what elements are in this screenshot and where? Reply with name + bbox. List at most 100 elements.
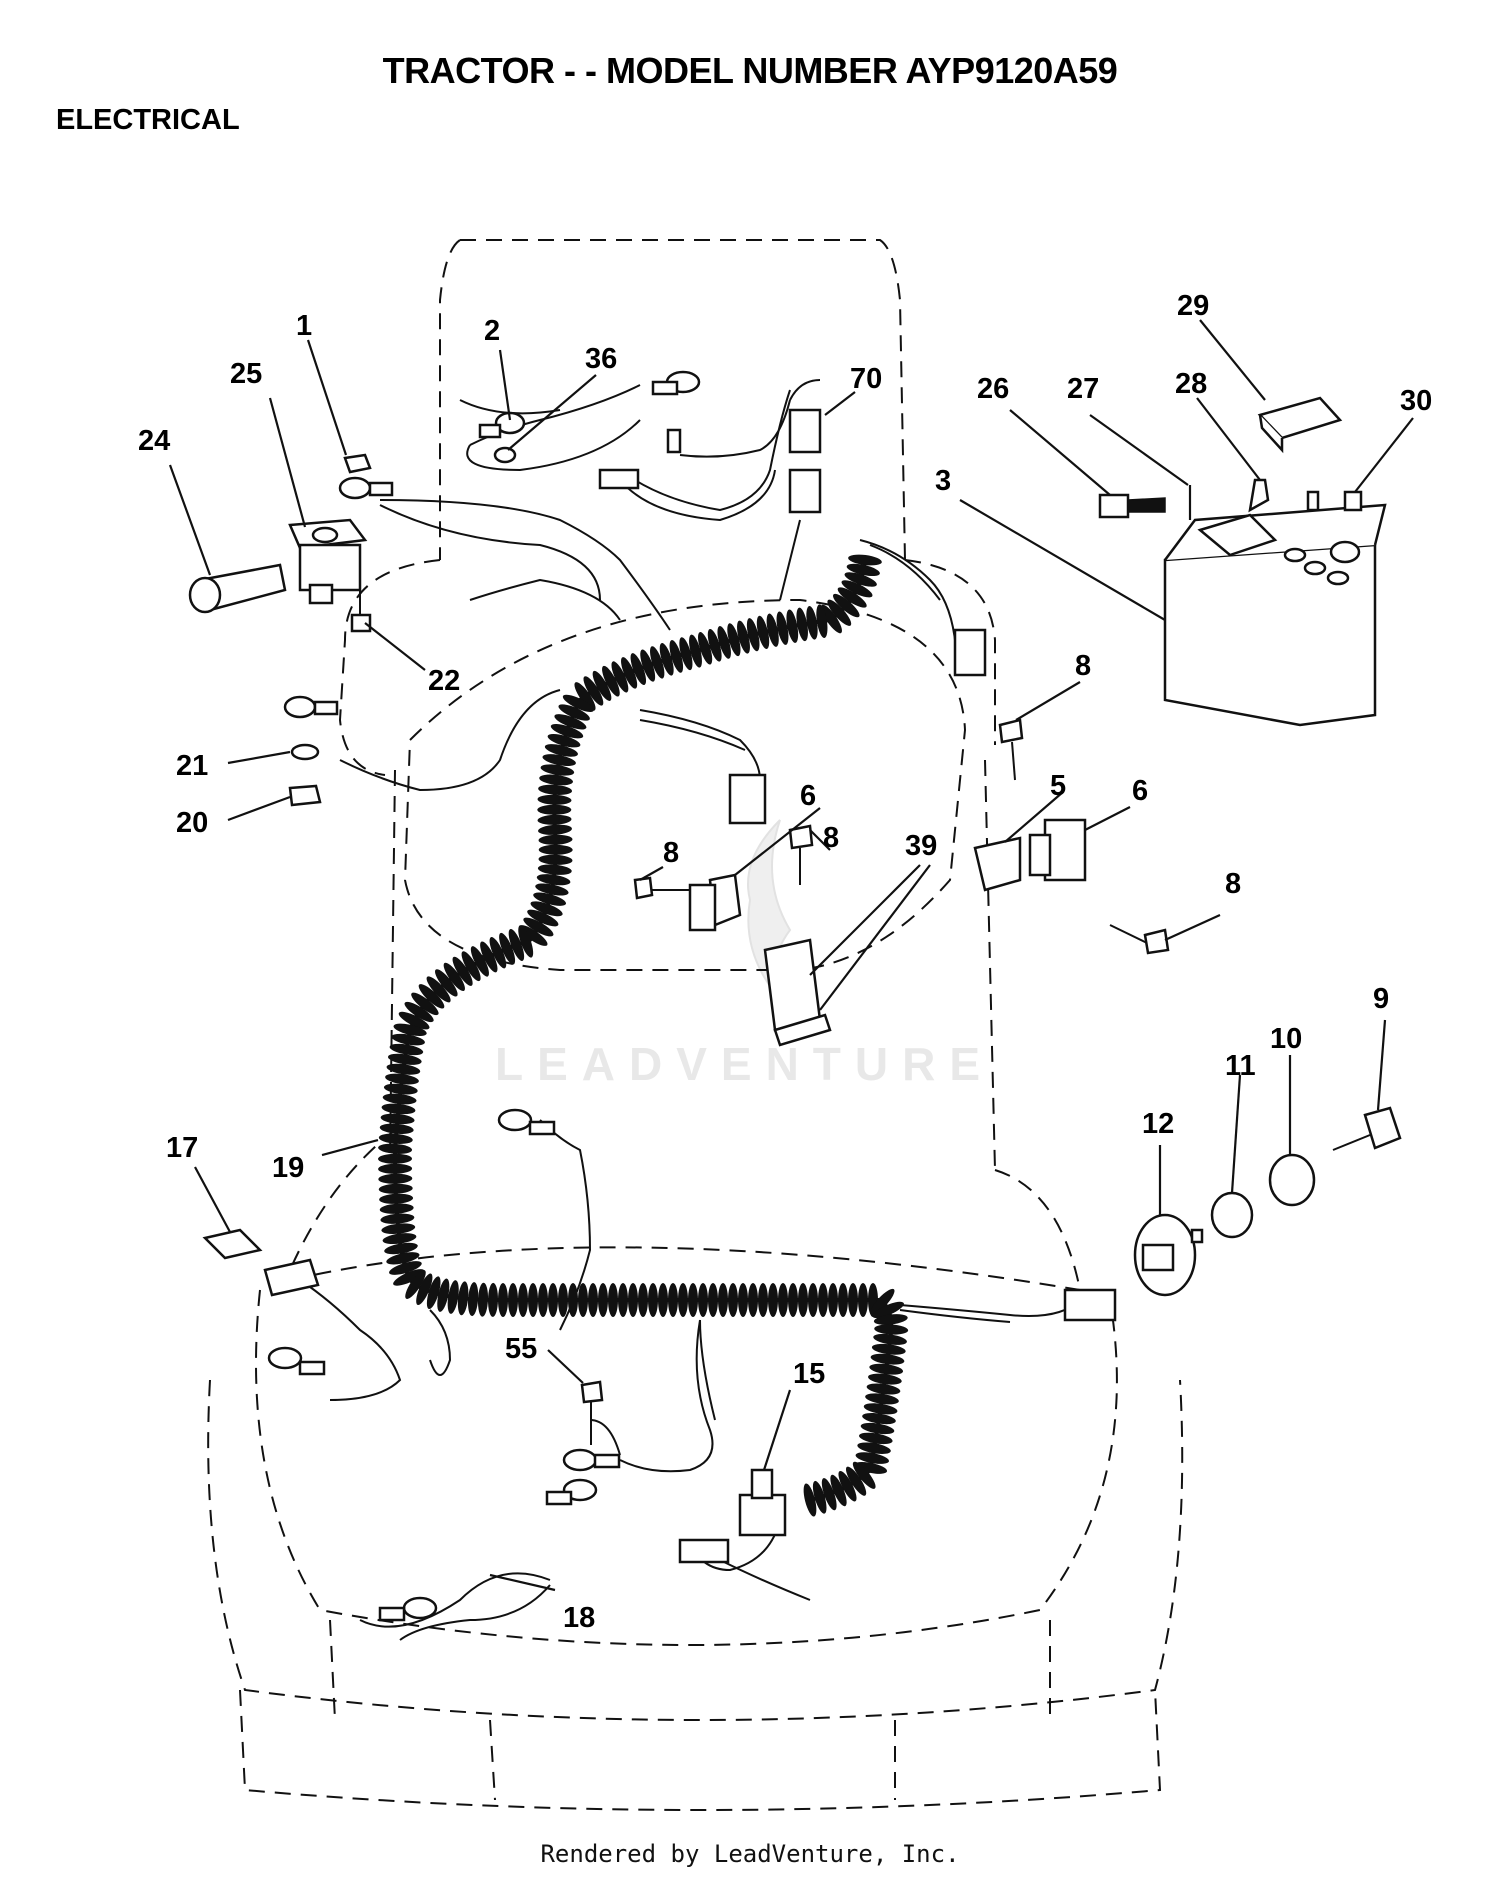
callout-20: 20 (176, 807, 208, 839)
callout-10: 10 (1270, 1023, 1302, 1055)
harness-coil-loop (404, 1001, 434, 1023)
harness-coil-loop (547, 733, 581, 748)
interlock-switches (688, 818, 1087, 932)
harness-coil-loop (796, 607, 808, 642)
callout-12: 12 (1142, 1108, 1174, 1140)
harness-coil-loop (866, 1383, 901, 1395)
callout-8b: 8 (663, 837, 679, 869)
harness-coil-loop (426, 1276, 441, 1310)
harness-coil-loop (578, 1283, 588, 1317)
harness-coil-loop (638, 1283, 648, 1317)
harness-coil-loop (452, 956, 473, 986)
harness-coil-loop (538, 844, 573, 855)
ignition-switch (1133, 1213, 1204, 1297)
watermark-text: LEADVENTURE (495, 1038, 994, 1090)
harness-coil-loop (380, 1113, 415, 1125)
harness-coil-loop (870, 1353, 905, 1365)
harness-coil-loop (728, 1283, 738, 1317)
harness-coil-loop (562, 694, 594, 713)
watermark: LEADVENTURE (495, 819, 994, 1090)
harness-coil-loop (378, 1133, 413, 1144)
harness-coil-loop (385, 1073, 419, 1085)
harness-coil-loop (845, 1466, 867, 1496)
seat-switch-connector (678, 1538, 730, 1564)
callout-1: 1 (296, 310, 312, 342)
callout-55: 55 (505, 1333, 537, 1365)
harness-coil-loop (848, 1283, 858, 1317)
harness-coil-loop (457, 1281, 469, 1316)
harness-coil-loop (540, 764, 575, 776)
harness-coil-loop (806, 606, 818, 640)
harness-coil-loop (480, 941, 498, 973)
terminal-boot (188, 563, 287, 614)
harness-coil-loop (848, 554, 882, 566)
harness-coil-loop (859, 1432, 893, 1445)
harness-coil-loop (862, 1413, 896, 1425)
harness-coil-loop (550, 724, 584, 739)
harness-coil-loop (872, 1301, 904, 1319)
harness-coil-loop (678, 1283, 688, 1317)
callout-6b: 6 (1132, 775, 1148, 807)
harness-coil-loop (528, 1283, 538, 1317)
harness-coil-loop (393, 1269, 425, 1286)
harness-coil-loop (828, 1283, 838, 1317)
star-washer (493, 446, 517, 464)
callout-6a: 6 (800, 780, 816, 812)
harness-coil-loop (737, 620, 750, 654)
harness-coil-loop (659, 643, 674, 676)
harness-coil-loop (523, 917, 554, 937)
harness-coil-loop (830, 1474, 847, 1507)
harness-coil-loop (870, 1288, 895, 1315)
harness-coil-loop (393, 1023, 427, 1037)
callout-19: 19 (272, 1152, 304, 1184)
harness-coil-loop (539, 774, 573, 786)
harness-coil-loop (583, 676, 604, 706)
harness-coil-loop (542, 754, 576, 767)
harness-coil-loop (437, 1278, 450, 1312)
ring-terminals (267, 370, 701, 1622)
harness-coil-loop (838, 1283, 848, 1317)
harness-coil-loop (538, 784, 573, 795)
harness-coil-loop (748, 1283, 758, 1317)
callout-3: 3 (935, 465, 951, 497)
harness-coil-loop (386, 1252, 420, 1265)
harness-coil-loop (536, 874, 571, 886)
harness-coil-loop (574, 682, 596, 711)
harness-coil-loop (558, 1283, 568, 1317)
callout-18: 18 (563, 1602, 595, 1634)
harness-coil-loop (387, 1053, 422, 1065)
callout-15: 15 (793, 1358, 825, 1390)
harness-coil-loop (588, 1283, 598, 1317)
harness-coil-loop (803, 1483, 817, 1517)
harness-coil-loop (411, 992, 439, 1016)
harness-coil-loop (379, 1123, 414, 1134)
callout-8d: 8 (1225, 868, 1241, 900)
harness-coil-loop (860, 1422, 895, 1435)
harness-coil-loop (535, 883, 569, 896)
harness-coil-loop (874, 1324, 909, 1335)
harness-coil-loop (558, 704, 590, 721)
harness-coil-loop (389, 1043, 424, 1056)
harness-coil-loop (873, 1314, 908, 1325)
harness-coil-loop (384, 1242, 418, 1255)
battery (1163, 503, 1387, 727)
harness-coil-loop (398, 1011, 430, 1030)
harness-coil-loop (832, 593, 860, 618)
callout-27: 27 (1067, 373, 1099, 405)
harness-coil-loop (537, 814, 572, 825)
screws (580, 718, 1170, 1445)
harness-coil-loop (640, 649, 656, 682)
ignition-bezel (1268, 1153, 1316, 1207)
harness-coil-loop (853, 1461, 888, 1474)
callout-70: 70 (850, 363, 882, 395)
harness-coil-loop (766, 613, 779, 647)
callout-2: 2 (484, 315, 500, 347)
harness-coil-loop (608, 1283, 618, 1317)
harness-coil-loop (708, 1283, 718, 1317)
harness-coil-loop (386, 1063, 421, 1075)
harness-coil-loop (808, 1283, 818, 1317)
harness-coil-loop (434, 969, 458, 997)
harness-coil-loop (518, 1283, 528, 1317)
battery-pad (1257, 396, 1343, 454)
